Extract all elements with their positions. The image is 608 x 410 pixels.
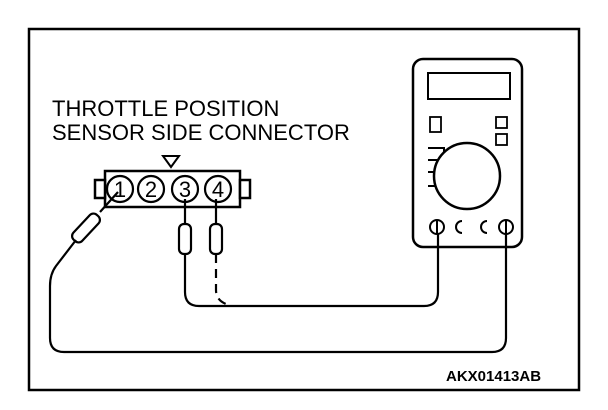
- pin-1-label: 1: [114, 177, 126, 202]
- lead-pin-4-dashed: [214, 254, 227, 306]
- probe-pin-1: [70, 191, 119, 244]
- pin-3-label: 3: [179, 177, 191, 202]
- diagram-frame: [27, 27, 581, 392]
- multimeter-dial: [432, 141, 502, 211]
- connector-pin-1: 1: [105, 174, 135, 204]
- lead-pin-3-to-meter: [183, 234, 440, 308]
- sensor-connector: 1 2 3 4: [93, 155, 252, 209]
- figure-code: AKX01413AB: [446, 368, 542, 385]
- multimeter-button-top: [495, 116, 508, 129]
- pin-2-label: 2: [145, 177, 157, 202]
- lead-pin-1-to-meter: [48, 234, 508, 354]
- multimeter-switch: [429, 116, 442, 133]
- probe-pin-3: [177, 199, 193, 256]
- multimeter-terminal-1: [429, 219, 445, 235]
- connector-pin-3: 3: [170, 174, 200, 204]
- multimeter-terminal-4: [498, 219, 514, 235]
- multimeter-terminal-3: [480, 220, 488, 234]
- multimeter: [411, 57, 524, 249]
- connector-label-line-1: THROTTLE POSITION: [52, 96, 280, 121]
- multimeter-display: [427, 72, 511, 100]
- connector-pin-4: 4: [203, 174, 233, 204]
- multimeter-button-bottom: [495, 133, 508, 146]
- connector-label-line-2: SENSOR SIDE CONNECTOR: [52, 120, 350, 145]
- multimeter-terminal-2: [455, 220, 463, 234]
- connector-key-triangle: [161, 155, 181, 169]
- pin-4-label: 4: [212, 177, 224, 202]
- connector-pin-2: 2: [136, 174, 166, 204]
